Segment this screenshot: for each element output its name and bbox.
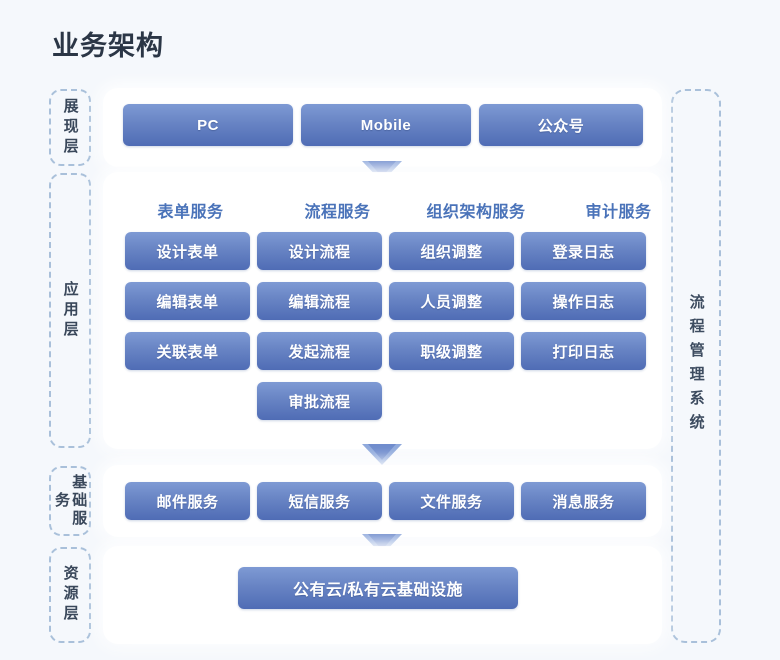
resource-cloud-infrastructure[interactable]: 公有云/私有云基础设施	[238, 567, 518, 609]
app-cell-link-form[interactable]: 关联表单	[125, 332, 250, 370]
app-cell-print-log[interactable]: 打印日志	[521, 332, 646, 370]
app-cell-approve-process[interactable]: 审批流程	[257, 382, 382, 420]
column-header-org-service: 组织架构服务	[426, 204, 526, 221]
layer-tag-basic-service: 基础服务	[49, 466, 91, 536]
basic-service-message[interactable]: 消息服务	[521, 482, 646, 520]
column-header-form-service: 表单服务	[157, 204, 224, 221]
panel-presentation-layer: PC Mobile 公众号	[104, 89, 661, 166]
app-cell-edit-form[interactable]: 编辑表单	[125, 282, 250, 320]
basic-service-sms[interactable]: 短信服务	[257, 482, 382, 520]
panel-basic-service-layer: 邮件服务 短信服务 文件服务 消息服务	[104, 466, 661, 536]
app-cell-design-form[interactable]: 设计表单	[125, 232, 250, 270]
app-cell-operation-log[interactable]: 操作日志	[521, 282, 646, 320]
arrow-down-icon-application-to-basic	[360, 443, 404, 467]
layer-tag-application: 应用层	[49, 173, 91, 448]
system-tag-label: 流程管理系统	[687, 294, 705, 438]
layer-tag-presentation: 展现层	[49, 89, 91, 166]
layer-tag-basic-service-label: 基础服务	[53, 474, 88, 528]
basic-service-file[interactable]: 文件服务	[389, 482, 514, 520]
app-cell-staff-adjust[interactable]: 人员调整	[389, 282, 514, 320]
app-cell-design-process[interactable]: 设计流程	[257, 232, 382, 270]
presentation-item-official-account[interactable]: 公众号	[479, 104, 643, 146]
basic-service-mail[interactable]: 邮件服务	[125, 482, 250, 520]
presentation-item-pc[interactable]: PC	[123, 104, 293, 146]
app-cell-edit-process[interactable]: 编辑流程	[257, 282, 382, 320]
app-cell-login-log[interactable]: 登录日志	[521, 232, 646, 270]
layer-tag-resource: 资源层	[49, 547, 91, 643]
panel-resource-layer: 公有云/私有云基础设施	[104, 547, 661, 643]
arrow-down-icon-presentation-to-application	[360, 160, 404, 184]
layer-tag-presentation-label: 展现层	[61, 97, 79, 158]
presentation-item-mobile[interactable]: Mobile	[301, 104, 471, 146]
layer-tag-resource-label: 资源层	[61, 565, 79, 625]
app-cell-org-adjust[interactable]: 组织调整	[389, 232, 514, 270]
panel-application-layer: 表单服务 流程服务 组织架构服务 审计服务 设计表单 编辑表单 关联表单 设计流…	[104, 173, 661, 448]
arrow-down-icon-basic-to-resource	[360, 533, 404, 557]
layer-tag-application-label: 应用层	[61, 280, 79, 341]
app-cell-rank-adjust[interactable]: 职级调整	[389, 332, 514, 370]
column-header-audit-service: 审计服务	[585, 204, 652, 221]
column-header-process-service: 流程服务	[304, 204, 371, 221]
app-cell-start-process[interactable]: 发起流程	[257, 332, 382, 370]
system-tag-process-management: 流程管理系统	[671, 89, 721, 643]
page-title: 业务架构	[52, 31, 164, 61]
